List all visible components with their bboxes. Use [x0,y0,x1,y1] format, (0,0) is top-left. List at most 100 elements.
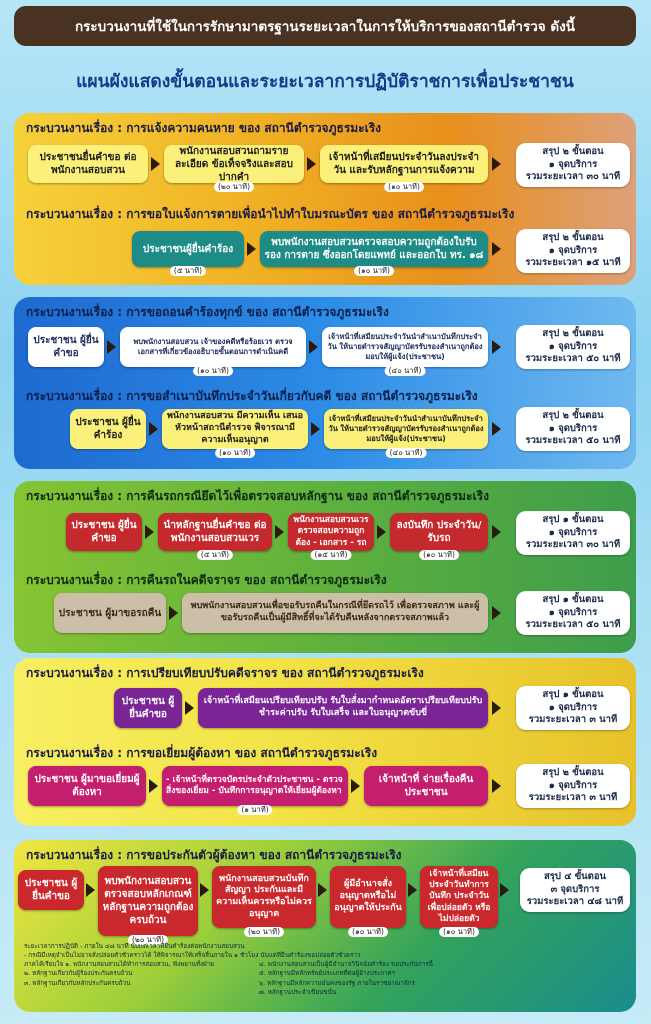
arrow-right-icon [145,525,154,539]
section-vehicle-return: กระบวนงานเรื่อง : การคืนรถกรณียึดไว้เพื่… [14,481,636,653]
step-box: พนักงานสอบสวน มีความเห็น เสนอหัวหน้าสถาน… [162,409,308,458]
arrow-right-icon [492,422,501,436]
process-heading: กระบวนงานเรื่อง : การแจ้งความคนหาย ของ ส… [26,121,382,135]
summary-time: รวมระยะเวลา ๕๐ นาที [525,435,621,447]
summary-time: รวมระยะเวลา ๓ นาที [528,792,618,804]
summary-steps: สรุป ๑ ขั้นตอน [542,513,604,525]
summary-time: รวมระยะเวลา ๕๐ นาที [525,353,621,365]
step-box: เจ้าหน้าที่เสมียนประจำวันลงประจำวัน และร… [320,145,488,192]
step-duration: (๔๐ นาที) [384,366,426,376]
step-duration: (๒๐ นาที) [127,935,169,945]
summary-steps: สรุป ๒ ขั้นตอน [542,231,604,243]
arrow-right-icon [492,779,501,793]
summary-points: ๑ จุดบริการ [548,606,598,618]
summary-box: สรุป ๑ ขั้นตอน ๑ จุดบริการ รวมระยะเวลา ๓… [516,686,630,730]
summary-box: สรุป ๒ ขั้นตอน ๑ จุดบริการ รวมระยะเวลา ๓… [516,143,630,187]
section-withdraw-and-copy-record: กระบวนงานเรื่อง : การขอถอนคำร้องทุกข์ ขอ… [14,297,636,469]
step-text: พนักงานสอบสวนเวร ตรวจสอบความถูกต้อง - เอ… [293,515,369,548]
process-heading: กระบวนงานเรื่อง : การขอประกันตัวผู้ต้องห… [26,848,402,862]
summary-time: รวมระยะเวลา ๑๕ นาที [525,257,621,269]
step-box: ประชาชน ผู้ยื่นคำร้อง [70,409,146,449]
arrow-right-icon [307,157,316,171]
step-text: ประชาชน ผู้ยื่นคำขอ [24,878,78,902]
arrow-right-icon [492,157,501,171]
summary-points: ๓ จุดบริการ [550,883,600,895]
step-box: เจ้าหน้าที่เสมียนเปรียบเทียบปรับ รับใบสั… [198,688,488,728]
section-traffic-fine-and-visit: กระบวนงานเรื่อง : การเปรียบเทียบปรับคดีจ… [14,658,636,826]
arrow-right-icon [149,422,158,436]
summary-time: รวมระยะเวลา ๔๘ นาที [526,896,624,908]
step-text: พนักงานสอบสวน มีความเห็น เสนอหัวหน้าสถาน… [167,411,303,445]
step-text: พบพนักงานสอบสวน เจ้าของคดีหรือร้อยเวร ตร… [133,337,293,356]
summary-points: ๑ จุดบริการ [548,244,598,256]
process-heading: กระบวนงานเรื่อง : การขอสำเนาบันทึกประจำว… [26,389,478,403]
summary-time: รวมระยะเวลา ๓ นาที [528,714,618,726]
process-heading: กระบวนงานเรื่อง : การขอเยี่ยมผู้ต้องหา ข… [26,746,378,760]
step-text: ประชาชน ผู้ยื่นคำขอ [121,696,175,720]
step-box: ประชาชนผู้ยื่นคำร้อง(๕ นาที) [132,231,244,276]
step-box: ประชาชนยื่นคำขอ ต่อพนักงานสอบสวน [28,145,148,183]
arrow-right-icon [311,422,320,436]
process-heading: กระบวนงานเรื่อง : การเปรียบเทียบปรับคดีจ… [26,666,424,680]
summary-steps: สรุป ๒ ขั้นตอน [542,409,604,421]
arrow-right-icon [318,883,327,897]
arrow-right-icon [492,242,501,256]
step-text: เจ้าหน้าที่เสมียนเปรียบเทียบปรับ รับใบสั… [203,696,483,718]
step-duration: (๑๐ นาที) [419,550,459,560]
summary-box: สรุป ๒ ขั้นตอน ๑ จุดบริการ รวมระยะเวลา ๕… [516,407,630,451]
step-duration: (๑๐ นาที) [439,927,479,937]
step-box: ประชาชน ผู้ยื่นคำขอ [114,688,182,728]
step-duration: (๑ นาที) [237,805,273,815]
step-text: เจ้าหน้าที่เสมียนประจำวันนำสำเนาบันทึกปร… [327,332,483,361]
footnote-line: ภาคได้เรียบใจ ๑. พนักงานสอบสวนได้ทำการสอ… [24,961,433,969]
step-duration: (๒๐ นาที) [213,182,255,192]
step-box: ประชาชน ผู้ยื่นคำขอ [66,513,142,551]
step-text: ประชาชน ผู้ยื่นคำขอ [33,335,99,359]
step-box: ประชาชน ผู้มาขอเยี่ยมผู้ต้องหา [28,766,146,806]
arrow-right-icon [247,242,256,256]
step-duration: (๑๕ นาที) [310,550,352,560]
arrow-right-icon [408,883,417,897]
summary-points: ๑ จุดบริการ [548,422,598,434]
step-box: ลงบันทึก ประจำวัน/รับรถ (๑๐ นาที) [390,513,488,560]
step-box: ผู้มีอำนาจสั่ง อนุญาตหรือไม่ อนุญาตให้ปร… [330,866,406,937]
step-text: ผู้มีอำนาจสั่ง อนุญาตหรือไม่ อนุญาตให้ปร… [334,879,402,913]
step-duration: (๑๐ นาที) [384,182,424,192]
step-text: พนักงานสอบสวนถามรายละเอียด ข้อเท็จจริงแล… [175,145,293,183]
arrow-right-icon [492,340,501,354]
step-duration: (๕ นาที) [169,266,207,276]
process-heading: กระบวนงานเรื่อง : การขอถอนคำร้องทุกข์ ขอ… [26,305,389,319]
step-text: เจ้าหน้าที่เสมียนประจำวันลงประจำวัน และร… [329,152,479,176]
step-text: พนักงานสอบสวนบันทึก สัญญา ประกันและมี คว… [216,873,312,919]
step-duration: (๒๐ นาที) [243,927,285,937]
summary-steps: สรุป ๑ ขั้นตอน [542,688,604,700]
step-text: - เจ้าหน้าที่ตรวจบัตรประจำตัวประชาชน - ต… [166,774,343,796]
summary-box: สรุป ๑ ขั้นตอน ๑ จุดบริการ รวมระยะเวลา ๕… [516,591,630,635]
step-box: เจ้าหน้าที่ จ่ายเรื่องคืนประชาชน [364,766,488,806]
arrow-right-icon [492,701,501,715]
step-box: พนักงานสอบสวนเวร ตรวจสอบความถูกต้อง - เอ… [288,513,374,560]
arrow-right-icon [351,779,360,793]
step-box: พบพนักงานสอบสวน เจ้าของคดีหรือร้อยเวร ตร… [120,327,306,376]
summary-points: ๑ จุดบริการ [548,526,598,538]
summary-time: รวมระยะเวลา ๓๐ นาที [525,539,621,551]
step-duration: (๑๐ นาที) [348,927,388,937]
footnote-line: ๒. หลักฐานเกี่ยวกับผู้ร้องประกันครบถ้วน๕… [24,970,396,978]
arrow-right-icon [107,340,116,354]
step-duration: (๕ นาที) [196,550,234,560]
arrow-right-icon [149,779,158,793]
step-box: เจ้าหน้าที่เสมียน ประจำวันทำการบันทึก ปร… [420,866,498,937]
step-text: ประชาชน ผู้ยื่นคำขอ [71,520,137,544]
footnote-line: ๗. หลักฐานประจำเขียนขนั้น [259,988,337,996]
step-box: พบพนักงานสอบสวนตรวจสอบความถูกต้องใบรับรอ… [260,231,488,276]
step-box: ประชาชน ผู้ยื่นคำขอ [18,870,84,910]
step-duration: (๑๐ นาที) [215,448,255,458]
step-text: ลงบันทึก ประจำวัน/รับรถ [396,520,482,544]
arrow-right-icon [169,606,178,620]
arrow-right-icon [500,883,509,897]
summary-steps: สรุป ๑ ขั้นตอน [542,593,604,605]
footnote-line: - กรณีมีเหตุจำเป็นไม่อาจสั่งปล่อยตัวชั่ว… [24,952,361,960]
step-text: พบพนักงานสอบสวนตรวจสอบความถูกต้องใบรับรอ… [264,237,484,261]
summary-steps: สรุป ๒ ขั้นตอน [542,327,604,339]
